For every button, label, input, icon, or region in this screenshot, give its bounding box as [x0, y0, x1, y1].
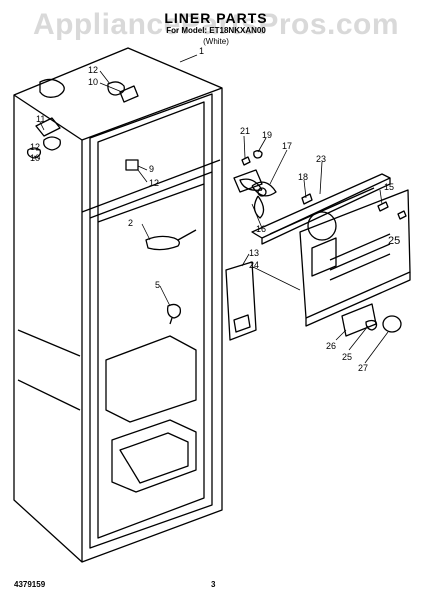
screw-part-25-upper [397, 210, 407, 220]
page-number: 3 [211, 580, 216, 589]
callout-9: 9 [149, 164, 154, 174]
knob-part-5 [166, 303, 182, 325]
callout-23: 23 [316, 154, 326, 164]
air-duct-part-23 [251, 173, 391, 245]
callout-1: 1 [199, 46, 204, 56]
page-title: LINER PARTS [164, 10, 268, 26]
document-number: 4379159 [14, 580, 46, 589]
callout-24: 24 [249, 260, 259, 270]
color-variant: (White) [203, 37, 229, 46]
light-socket-part-2 [145, 229, 197, 251]
callout-25b: 25 [342, 352, 352, 362]
panel-part-13 [225, 261, 257, 341]
callout-12b: 12 [30, 142, 40, 152]
callout-26: 26 [326, 341, 336, 351]
callout-12a: 12 [88, 65, 98, 75]
callout-17: 17 [282, 141, 292, 151]
callout-25a: 25 [388, 235, 400, 247]
bracket-part-9 [125, 159, 139, 171]
callout-2: 2 [128, 218, 133, 228]
evaporator-fan-assembly [233, 150, 313, 219]
rear-panel-part-24 [299, 189, 411, 327]
callout-21: 21 [240, 126, 250, 136]
callout-10a: 10 [88, 77, 98, 87]
liner-shell [13, 47, 223, 563]
callout-11: 11 [36, 114, 45, 124]
callout-27: 27 [358, 363, 368, 373]
model-subtitle: For Model: ET18NKXAN00 [166, 26, 266, 35]
callout-15: 15 [384, 182, 394, 192]
callout-5: 5 [155, 280, 160, 290]
thermostat-cluster [26, 117, 61, 159]
callout-12c: 12 [149, 178, 159, 188]
callout-18: 18 [298, 172, 308, 182]
callout-19: 19 [262, 130, 272, 140]
control-knob-assembly [341, 303, 402, 337]
ceiling-parts [39, 78, 139, 103]
callout-13: 13 [249, 248, 259, 258]
screw-part-15 [377, 201, 389, 212]
callout-16: 16 [256, 224, 266, 234]
callout-10b: 10 [30, 153, 40, 163]
